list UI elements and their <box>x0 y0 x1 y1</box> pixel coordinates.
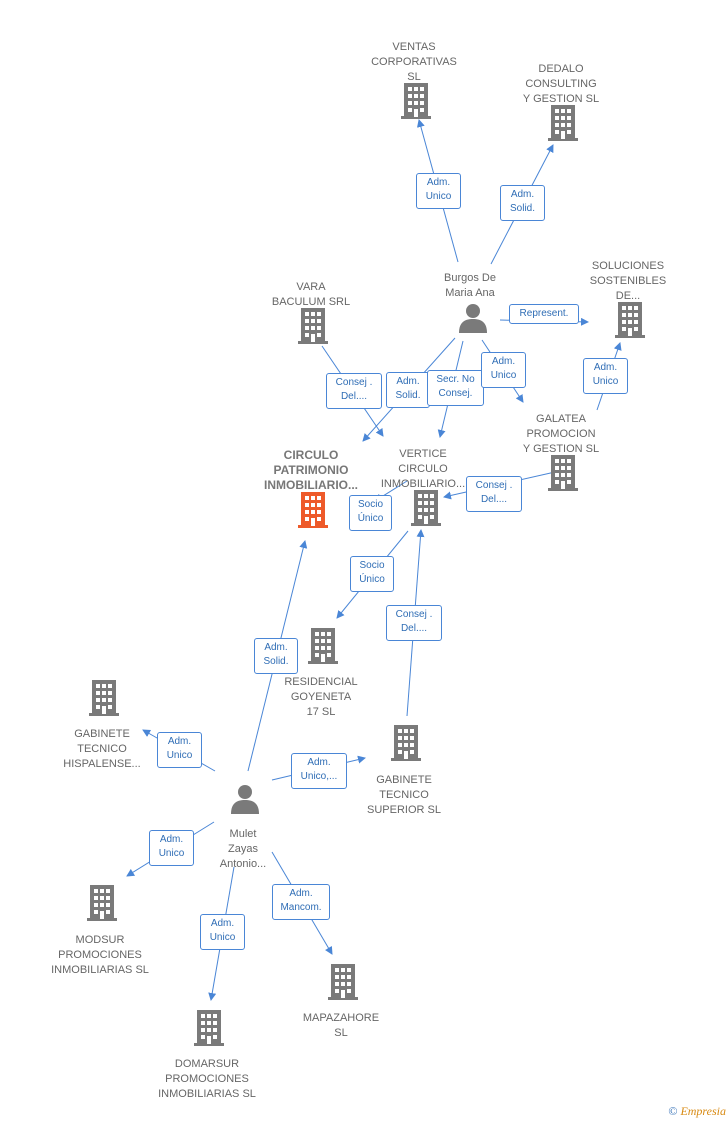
edge-label-gab_sup-to-vertice[interactable]: Consej . Del.... <box>386 605 442 641</box>
building-icon-gab_sup[interactable] <box>391 725 421 761</box>
node-label-burgos[interactable]: Burgos De Maria Ana <box>444 272 496 299</box>
building-icon-soluciones[interactable] <box>615 302 645 338</box>
edge-label-mulet-to-mapazahore[interactable]: Adm. Mancom. <box>272 884 330 920</box>
node-label-circulo[interactable]: CIRCULO PATRIMONIO INMOBILIARIO... <box>264 448 358 492</box>
node-label-dedalo[interactable]: DEDALO CONSULTING Y GESTION SL <box>522 63 600 105</box>
edge-label-mulet-to-gab_hisp[interactable]: Adm. Unico <box>157 732 202 768</box>
edge-label-vara-to-circulo[interactable]: Consej . Del.... <box>326 373 382 409</box>
building-icon-dedalo[interactable] <box>548 105 578 141</box>
edge-label-burgos-to-vertice[interactable]: Secr. No Consej. <box>427 370 484 406</box>
node-label-vertice[interactable]: VERTICE CIRCULO INMOBILIARIO... <box>380 448 466 490</box>
node-label-soluciones[interactable]: SOLUCIONES SOSTENIBLES DE... <box>589 260 667 302</box>
building-icon-gab_hisp[interactable] <box>89 680 119 716</box>
person-icon-mulet[interactable] <box>231 785 259 814</box>
person-icon-burgos[interactable] <box>459 304 487 333</box>
edge-label-mulet-to-gab_sup[interactable]: Adm. Unico,... <box>291 753 347 789</box>
edge-label-mulet-to-modsur[interactable]: Adm. Unico <box>149 830 194 866</box>
building-icon-residencial[interactable] <box>308 628 338 664</box>
building-icon-circulo[interactable] <box>298 492 328 528</box>
node-label-gab_hisp[interactable]: GABINETE TECNICO HISPALENSE... <box>63 728 141 770</box>
building-icon-galatea[interactable] <box>548 455 578 491</box>
node-label-galatea[interactable]: GALATEA PROMOCION Y GESTION SL <box>522 413 600 455</box>
node-label-mapazahore[interactable]: MAPAZAHORE SL <box>302 1012 380 1039</box>
building-icon-mapazahore[interactable] <box>328 964 358 1000</box>
edge-label-burgos-to-ventas[interactable]: Adm. Unico <box>416 173 461 209</box>
building-icon-modsur[interactable] <box>87 885 117 921</box>
edge-label-mulet-to-domarsur[interactable]: Adm. Unico <box>200 914 245 950</box>
edge-label-burgos-to-dedalo[interactable]: Adm. Solid. <box>500 185 545 221</box>
node-label-mulet[interactable]: Mulet Zayas Antonio... <box>219 828 267 870</box>
node-label-residencial[interactable]: RESIDENCIAL GOYENETA 17 SL <box>284 676 358 718</box>
building-icon-vara[interactable] <box>298 308 328 344</box>
edge-label-galatea-to-vertice[interactable]: Consej . Del.... <box>466 476 522 512</box>
edge-label-vertice-to-residencial[interactable]: Socio Único <box>350 556 394 592</box>
node-label-domarsur[interactable]: DOMARSUR PROMOCIONES INMOBILIARIAS SL <box>158 1058 256 1100</box>
building-icon-vertice[interactable] <box>411 490 441 526</box>
building-icon-ventas[interactable] <box>401 83 431 119</box>
edge-label-vertice-to-circulo[interactable]: Socio Único <box>349 495 392 531</box>
building-icon-domarsur[interactable] <box>194 1010 224 1046</box>
copyright-icon: © <box>668 1104 678 1118</box>
edge-label-galatea-to-soluciones[interactable]: Adm. Unico <box>583 358 628 394</box>
edge-label-mulet-to-circulo[interactable]: Adm. Solid. <box>254 638 298 674</box>
empresia-brand: ©Empresia <box>668 1104 726 1119</box>
node-label-modsur[interactable]: MODSUR PROMOCIONES INMOBILIARIAS SL <box>51 934 149 976</box>
node-label-gab_sup[interactable]: GABINETE TECNICO SUPERIOR SL <box>367 774 441 816</box>
edge-label-burgos-to-soluciones[interactable]: Represent. <box>509 304 579 324</box>
node-label-vara[interactable]: VARA BACULUM SRL <box>271 281 351 308</box>
node-label-ventas[interactable]: VENTAS CORPORATIVAS SL <box>371 41 457 83</box>
edge-label-burgos-to-galatea[interactable]: Adm. Unico <box>481 352 526 388</box>
brand-name: Empresia <box>680 1104 726 1118</box>
edge-label-burgos-to-circulo[interactable]: Adm. Solid. <box>386 372 430 408</box>
